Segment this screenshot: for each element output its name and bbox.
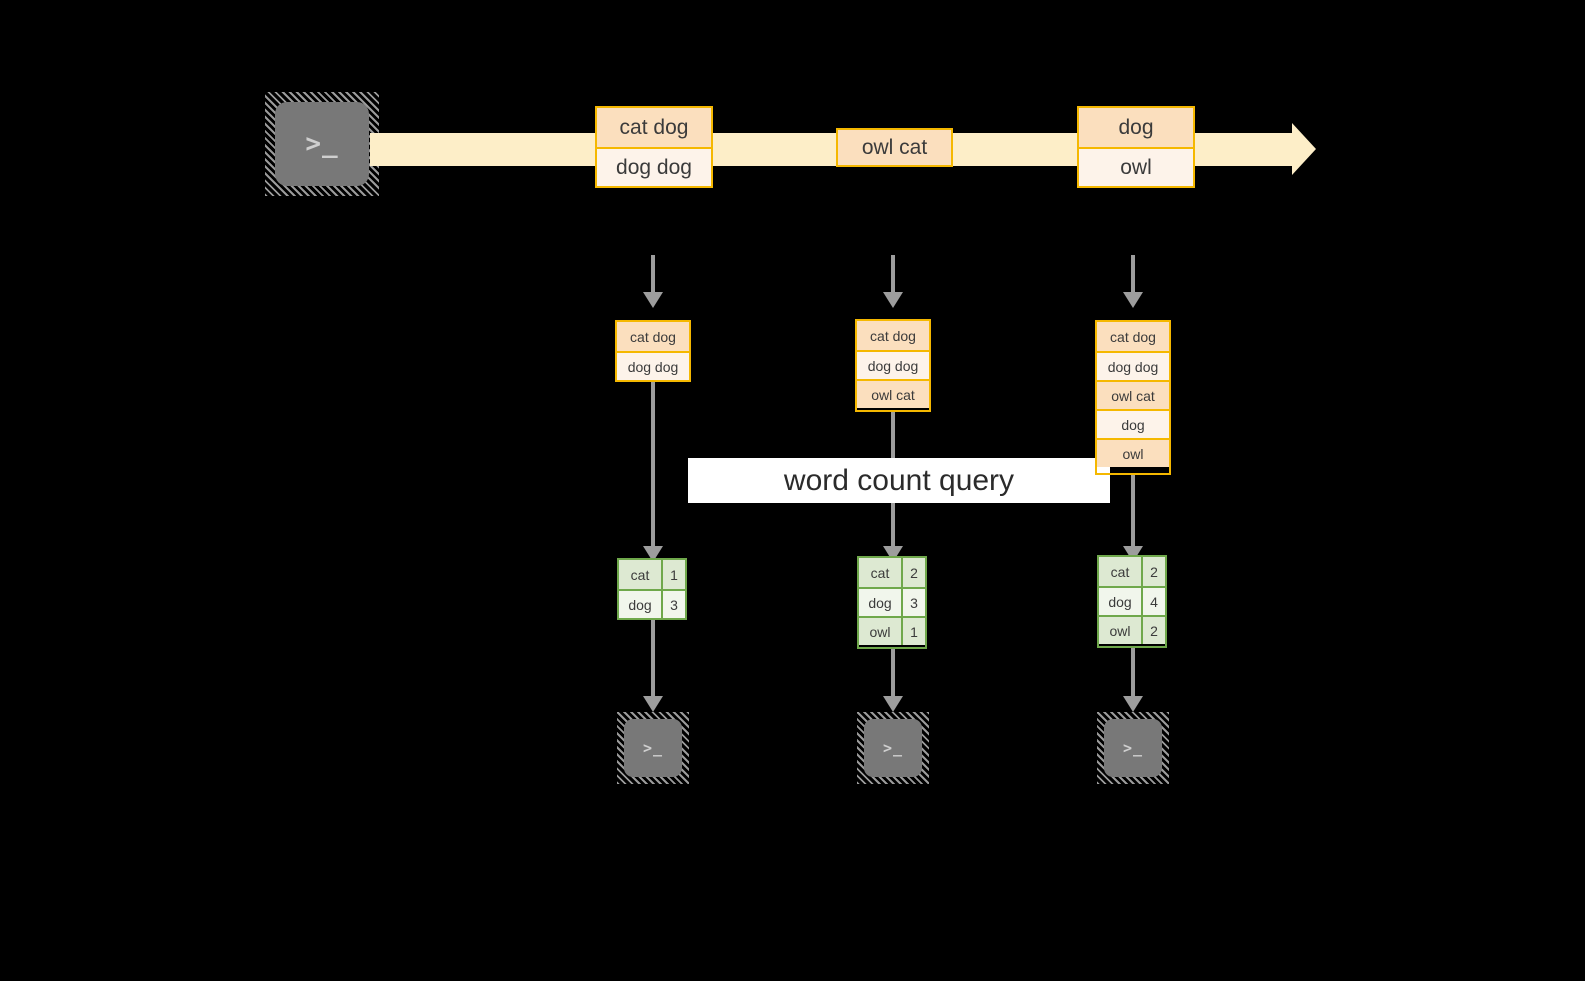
sink-terminal-icon-1: >_ (617, 712, 689, 784)
result-table-1: cat 1 dog 3 (617, 558, 687, 620)
batch-row: dog dog (1097, 351, 1169, 380)
result-row: cat 1 (619, 560, 685, 589)
result-to-sink-head-2 (883, 696, 903, 712)
sink-terminal-icon-3: >_ (1097, 712, 1169, 784)
batch-row: owl cat (857, 379, 929, 408)
feed-arrow-line-3 (1131, 255, 1135, 295)
result-table-3: cat 2 dog 4 owl 2 (1097, 555, 1167, 648)
result-to-sink-line-2 (891, 649, 895, 700)
result-table-2: cat 2 dog 3 owl 1 (857, 556, 927, 649)
batch-row: owl cat (1097, 380, 1169, 409)
result-row: dog 4 (1099, 586, 1165, 615)
result-row: dog 3 (859, 587, 925, 616)
batch-to-result-line-1 (651, 382, 655, 557)
result-to-sink-line-3 (1131, 648, 1135, 700)
terminal-body: >_ (275, 102, 369, 186)
stream-record-3: dog owl (1077, 106, 1195, 188)
terminal-body: >_ (1104, 719, 1162, 777)
query-banner: word count query (688, 458, 1110, 503)
result-count: 3 (901, 589, 925, 616)
batch-row: cat dog (857, 321, 929, 350)
result-word: owl (859, 618, 901, 645)
result-row: owl 1 (859, 616, 925, 645)
result-count: 4 (1141, 588, 1165, 615)
batch-row: dog dog (857, 350, 929, 379)
result-word: dog (619, 591, 661, 618)
batch-row: cat dog (617, 322, 689, 351)
result-count: 2 (1141, 617, 1165, 644)
batch-row: cat dog (1097, 322, 1169, 351)
result-word: owl (1099, 617, 1141, 644)
result-word: cat (619, 560, 661, 589)
feed-arrow-head-1 (643, 292, 663, 308)
result-to-sink-line-1 (651, 620, 655, 700)
batch-row: dog dog (617, 351, 689, 380)
terminal-body: >_ (624, 719, 682, 777)
result-word: cat (859, 558, 901, 587)
terminal-prompt-glyph: >_ (305, 129, 339, 159)
feed-arrow-line-1 (651, 255, 655, 295)
result-word: dog (1099, 588, 1141, 615)
terminal-body: >_ (864, 719, 922, 777)
result-row: owl 2 (1099, 615, 1165, 644)
sink-terminal-icon-2: >_ (857, 712, 929, 784)
result-row: cat 2 (859, 558, 925, 587)
result-word: cat (1099, 557, 1141, 586)
result-count: 2 (901, 558, 925, 587)
batch-row: dog (1097, 409, 1169, 438)
stream-record-line: owl (1079, 147, 1193, 186)
result-row: dog 3 (619, 589, 685, 618)
result-to-sink-head-3 (1123, 696, 1143, 712)
stream-arrow-head (1292, 123, 1316, 175)
batch-row: owl (1097, 438, 1169, 467)
batch-box-1: cat dog dog dog (615, 320, 691, 382)
batch-box-2: cat dog dog dog owl cat (855, 319, 931, 412)
result-count: 3 (661, 591, 685, 618)
result-word: dog (859, 589, 901, 616)
source-terminal-icon: >_ (265, 92, 379, 196)
result-row: cat 2 (1099, 557, 1165, 586)
stream-record-line: dog dog (597, 147, 711, 186)
query-banner-label: word count query (783, 463, 1015, 497)
stream-record-1: cat dog dog dog (595, 106, 713, 188)
feed-arrow-head-2 (883, 292, 903, 308)
batch-to-result-line-3 (1131, 473, 1135, 557)
stream-record-2: owl cat (836, 128, 953, 167)
feed-arrow-head-3 (1123, 292, 1143, 308)
terminal-prompt-glyph: >_ (882, 739, 904, 757)
batch-box-3: cat dog dog dog owl cat dog owl (1095, 320, 1171, 475)
result-count: 1 (901, 618, 925, 645)
result-count: 2 (1141, 557, 1165, 586)
result-to-sink-head-1 (643, 696, 663, 712)
feed-arrow-line-2 (891, 255, 895, 295)
terminal-prompt-glyph: >_ (642, 739, 664, 757)
stream-record-line: cat dog (597, 108, 711, 147)
stream-record-line: owl cat (838, 130, 951, 165)
stream-record-line: dog (1079, 108, 1193, 147)
result-count: 1 (661, 560, 685, 589)
terminal-prompt-glyph: >_ (1122, 739, 1144, 757)
